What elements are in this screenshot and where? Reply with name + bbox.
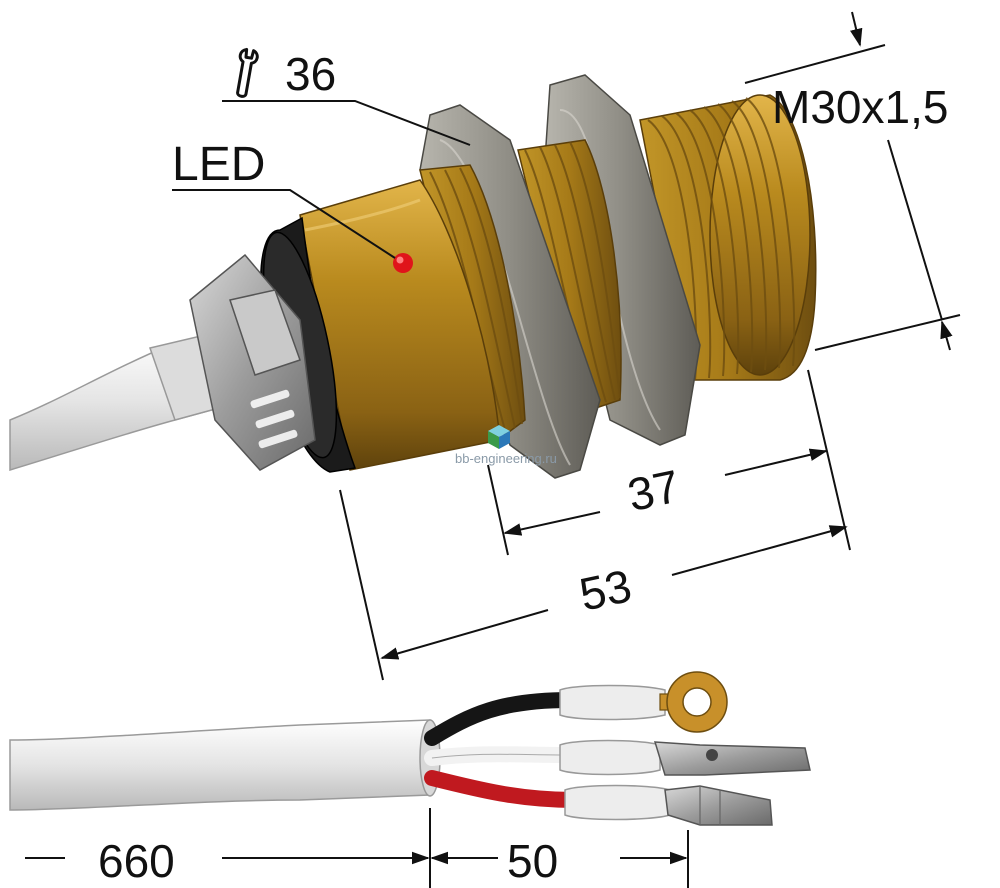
dim-37-label: 37 (623, 460, 684, 522)
dim-53: 53 (339, 489, 848, 681)
watermark: bb-engineering.ru (455, 425, 557, 466)
cable-assembly (9, 671, 811, 826)
wire-red (424, 770, 583, 808)
terminal-sleeves (559, 684, 671, 821)
cable-length-label: 660 (98, 835, 175, 887)
led-label: LED (172, 138, 265, 191)
dim-37: 37 (487, 369, 851, 556)
cube-logo-icon (488, 425, 510, 449)
dim-53-label: 53 (575, 559, 636, 621)
flat-tab-terminal (653, 741, 811, 776)
cable-jacket (9, 719, 439, 811)
ring-terminal (659, 671, 728, 733)
led-indicator (393, 253, 413, 273)
led-annotation: LED (172, 138, 396, 259)
female-terminal (664, 785, 773, 826)
wrench-size-label: 36 (285, 48, 336, 100)
wrench-icon (236, 47, 259, 98)
thread-middle (517, 139, 622, 411)
thread-label: M30x1,5 (772, 81, 948, 133)
wrench-size-annotation: 36 (222, 47, 471, 146)
thread-annotation: M30x1,5 (744, 11, 961, 351)
watermark-text: bb-engineering.ru (455, 451, 557, 466)
lead-length-label: 50 (507, 835, 558, 887)
sensor-body: bb-engineering.ru (9, 74, 817, 479)
dim-cable: 660 (25, 808, 431, 888)
wire-black (424, 692, 578, 746)
dim-leads: 50 (430, 830, 689, 888)
hose-clamp (189, 253, 316, 471)
